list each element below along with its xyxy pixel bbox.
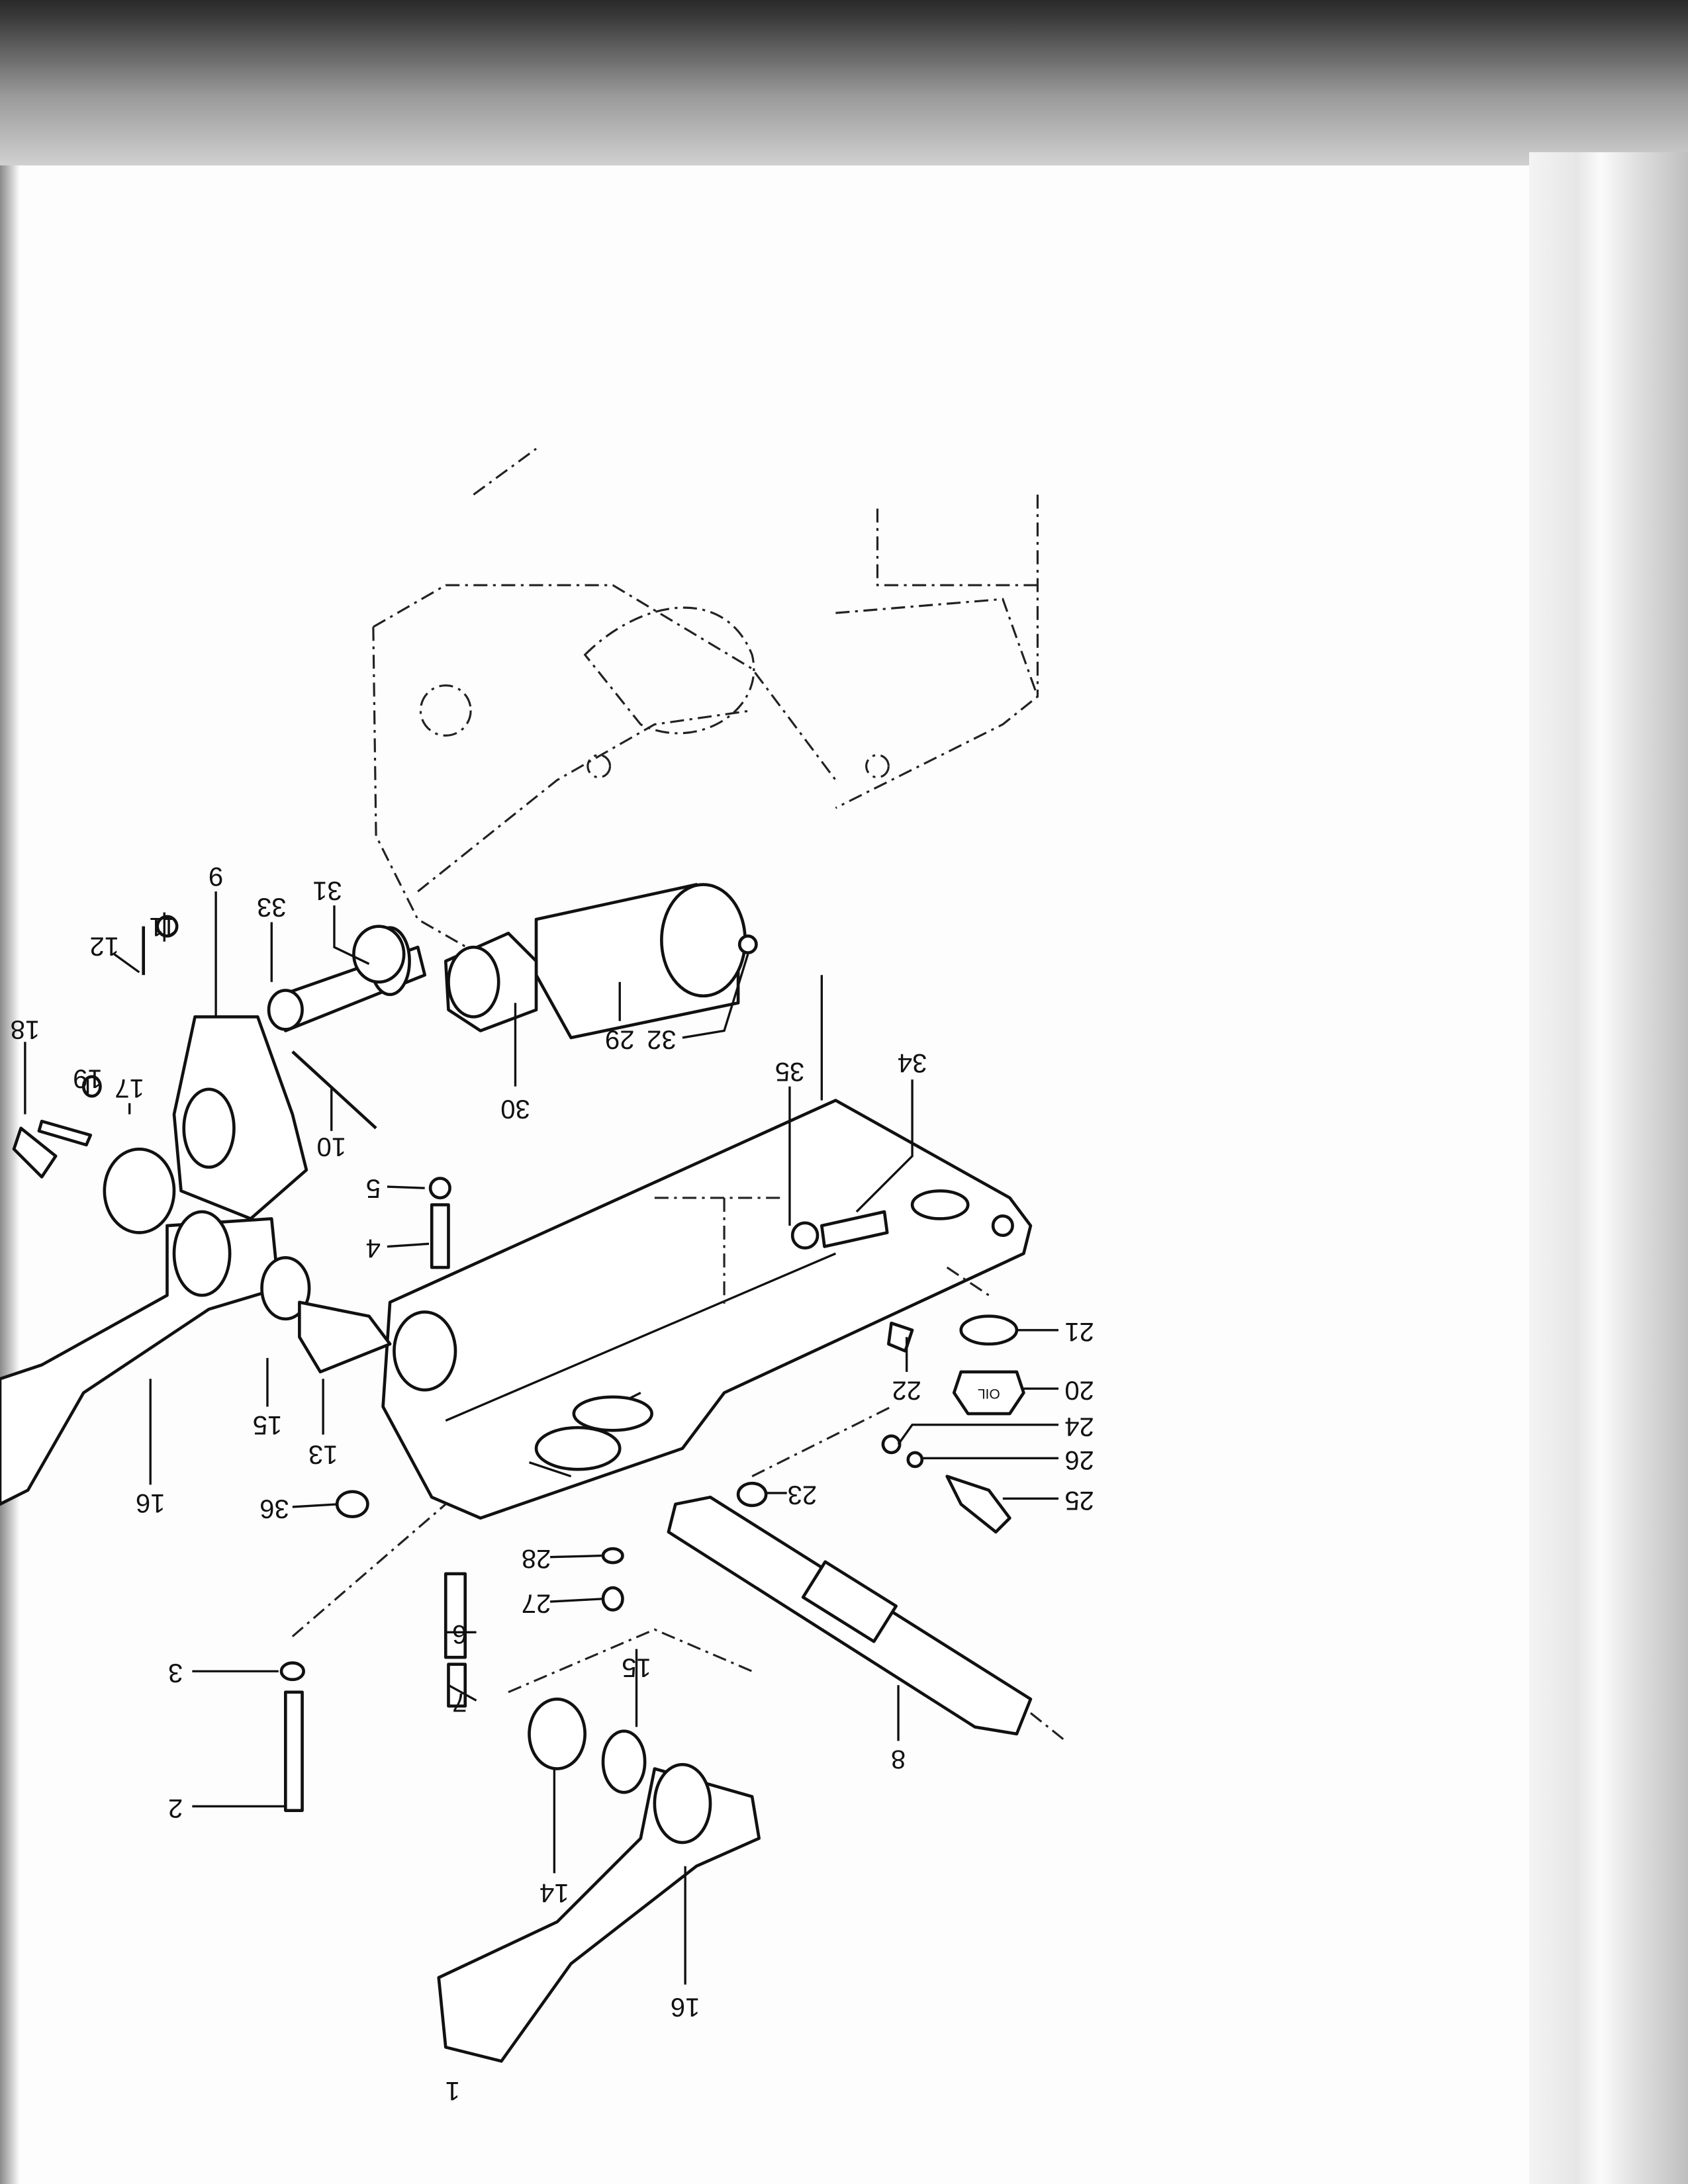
callout-8: 8 — [891, 1745, 906, 1774]
callout-29: 29 — [605, 1024, 634, 1054]
callout-28: 28 — [522, 1544, 551, 1573]
callout-2: 2 — [168, 1794, 183, 1823]
callout-23: 23 — [788, 1480, 817, 1509]
page-stack-edge — [1529, 152, 1688, 2184]
callout-16b: 16 — [671, 1993, 700, 2022]
callout-11: 11 — [149, 912, 176, 941]
callout-3: 3 — [168, 1659, 183, 1688]
callout-15b: 15 — [622, 1653, 651, 1682]
cross-shaft-8 — [667, 1495, 1066, 1742]
callout-16: 16 — [136, 1488, 165, 1518]
callout-19: 19 — [73, 1064, 102, 1093]
callout-22: 22 — [892, 1376, 921, 1405]
callout-6: 6 — [452, 1619, 467, 1649]
callout-15: 15 — [253, 1410, 282, 1439]
callout-25: 25 — [1064, 1486, 1094, 1515]
callout-35: 35 — [775, 1057, 804, 1086]
callout-12: 12 — [90, 931, 119, 960]
callout-18: 18 — [11, 1015, 40, 1044]
page-left-shadow — [0, 165, 20, 2184]
callout-32: 32 — [647, 1024, 676, 1054]
callout-17: 17 — [115, 1073, 144, 1103]
phantom-housing — [372, 447, 1039, 976]
callout-leaders — [24, 891, 1059, 1985]
callout-20: 20 — [1064, 1376, 1094, 1405]
callout-1: 1 — [445, 2076, 460, 2105]
callout-10: 10 — [317, 1132, 346, 1161]
callout-24: 24 — [1064, 1412, 1094, 1441]
callout-36: 36 — [259, 1494, 289, 1523]
lift-arm-9 — [12, 1015, 377, 1234]
valve-housing-1 — [381, 975, 1033, 1520]
callout-14: 14 — [539, 1878, 569, 1907]
callout-labels: 1 2 3 4 5 6 7 8 9 10 11 12 13 14 15 15 1… — [11, 862, 1094, 2105]
callout-34: 34 — [898, 1048, 927, 1077]
callout-7: 7 — [452, 1688, 467, 1717]
callout-5: 5 — [366, 1174, 381, 1203]
callout-13: 13 — [308, 1439, 338, 1469]
lift-arm-16-left — [0, 1210, 392, 1506]
callout-30: 30 — [500, 1095, 530, 1124]
lift-arm-16-right — [437, 1628, 761, 2063]
scan-border-top — [0, 0, 1688, 175]
callout-4: 4 — [366, 1234, 381, 1263]
callout-26: 26 — [1064, 1445, 1094, 1475]
callout-31: 31 — [312, 876, 342, 905]
cylinder-29 — [444, 883, 758, 1040]
callout-33: 33 — [257, 893, 286, 922]
callout-27: 27 — [522, 1588, 551, 1617]
oil-plug-text: OIL — [978, 1386, 1000, 1401]
callout-21: 21 — [1064, 1317, 1094, 1346]
callout-9: 9 — [209, 862, 223, 891]
